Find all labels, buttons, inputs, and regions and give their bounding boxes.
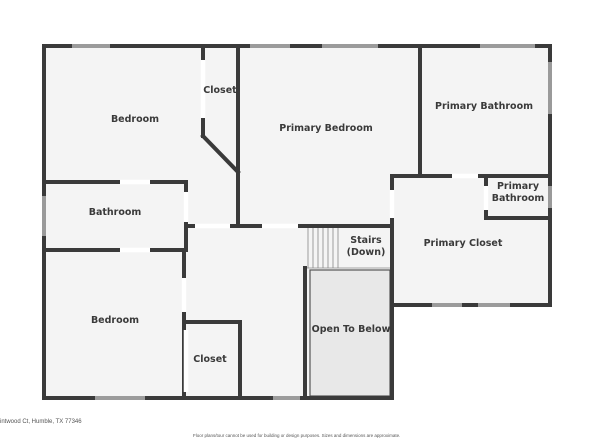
label-open-to-below: Open To Below — [312, 324, 391, 335]
label-stairs-line1: Stairs — [350, 235, 382, 246]
disclaimer-text: Floor plans/tour cannot be used for buil… — [193, 433, 401, 438]
label-primary-bathroom-small-line1: Primary — [497, 181, 540, 192]
label-bedroom-top: Bedroom — [111, 114, 159, 125]
label-bedroom-bottom: Bedroom — [91, 315, 139, 326]
windows — [42, 44, 552, 400]
label-primary-bedroom: Primary Bedroom — [279, 123, 373, 134]
label-closet-top: Closet — [203, 85, 237, 96]
label-primary-bathroom-small-line2: Bathroom — [492, 193, 545, 204]
label-primary-closet: Primary Closet — [424, 238, 503, 249]
stairs-treads — [305, 228, 392, 269]
label-stairs-line2: (Down) — [347, 247, 386, 258]
outside-cutouts — [240, 305, 552, 402]
label-closet-bottom: Closet — [193, 354, 227, 365]
address-text: intwood Ct, Humble, TX 77346 — [0, 419, 82, 425]
open-to-below-area — [309, 269, 391, 397]
label-bathroom: Bathroom — [89, 207, 142, 218]
label-primary-bathroom: Primary Bathroom — [435, 101, 533, 112]
openings — [120, 60, 489, 392]
